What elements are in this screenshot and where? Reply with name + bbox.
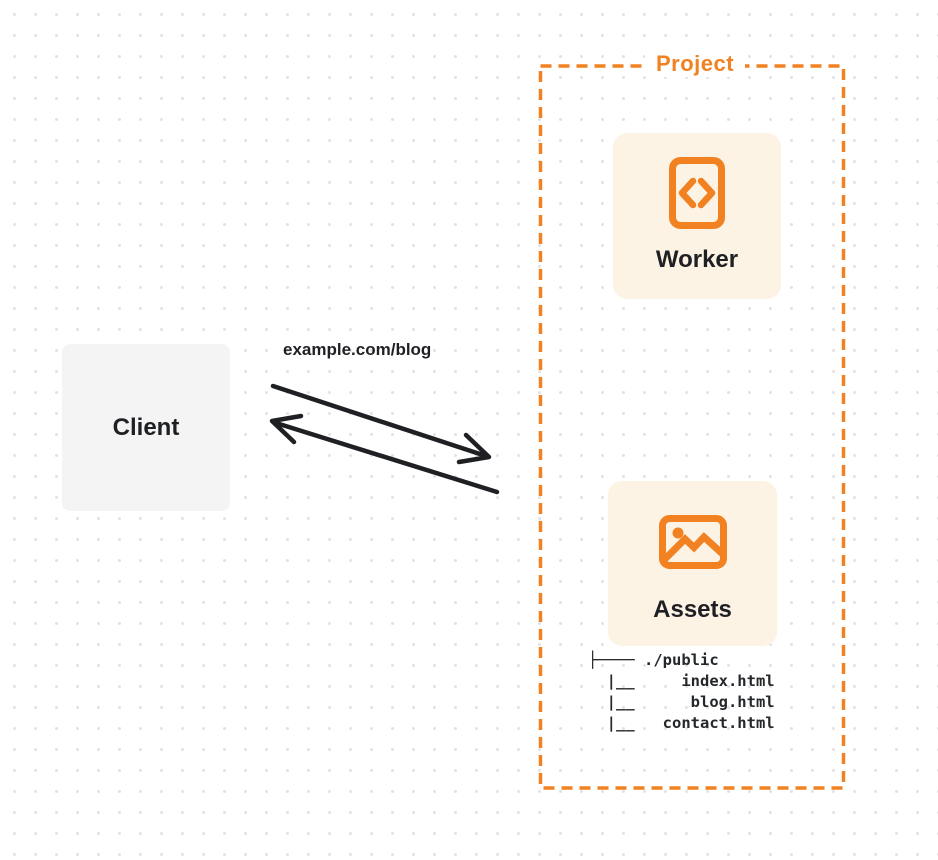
- tree-line-blog: |__ blog.html: [588, 693, 775, 711]
- assets-label: Assets: [653, 596, 732, 623]
- assets-card: Assets: [608, 481, 777, 646]
- tree-line-public: ├──── ./public: [588, 651, 719, 669]
- response-arrow: [269, 413, 500, 495]
- code-document-icon: [669, 157, 725, 229]
- request-url-label: example.com/blog: [283, 340, 432, 359]
- image-icon: [658, 515, 727, 569]
- assets-file-tree: ├──── ./public |__ index.html |__ blog.h…: [588, 650, 775, 734]
- client-label: Client: [112, 413, 180, 441]
- tree-line-contact: |__ contact.html: [588, 714, 775, 732]
- project-label: Project: [645, 51, 745, 77]
- client-box: Client: [62, 344, 230, 511]
- worker-label: Worker: [655, 246, 739, 273]
- worker-card: Worker: [613, 133, 781, 299]
- request-arrow: [270, 383, 492, 465]
- tree-line-index: |__ index.html: [588, 672, 775, 690]
